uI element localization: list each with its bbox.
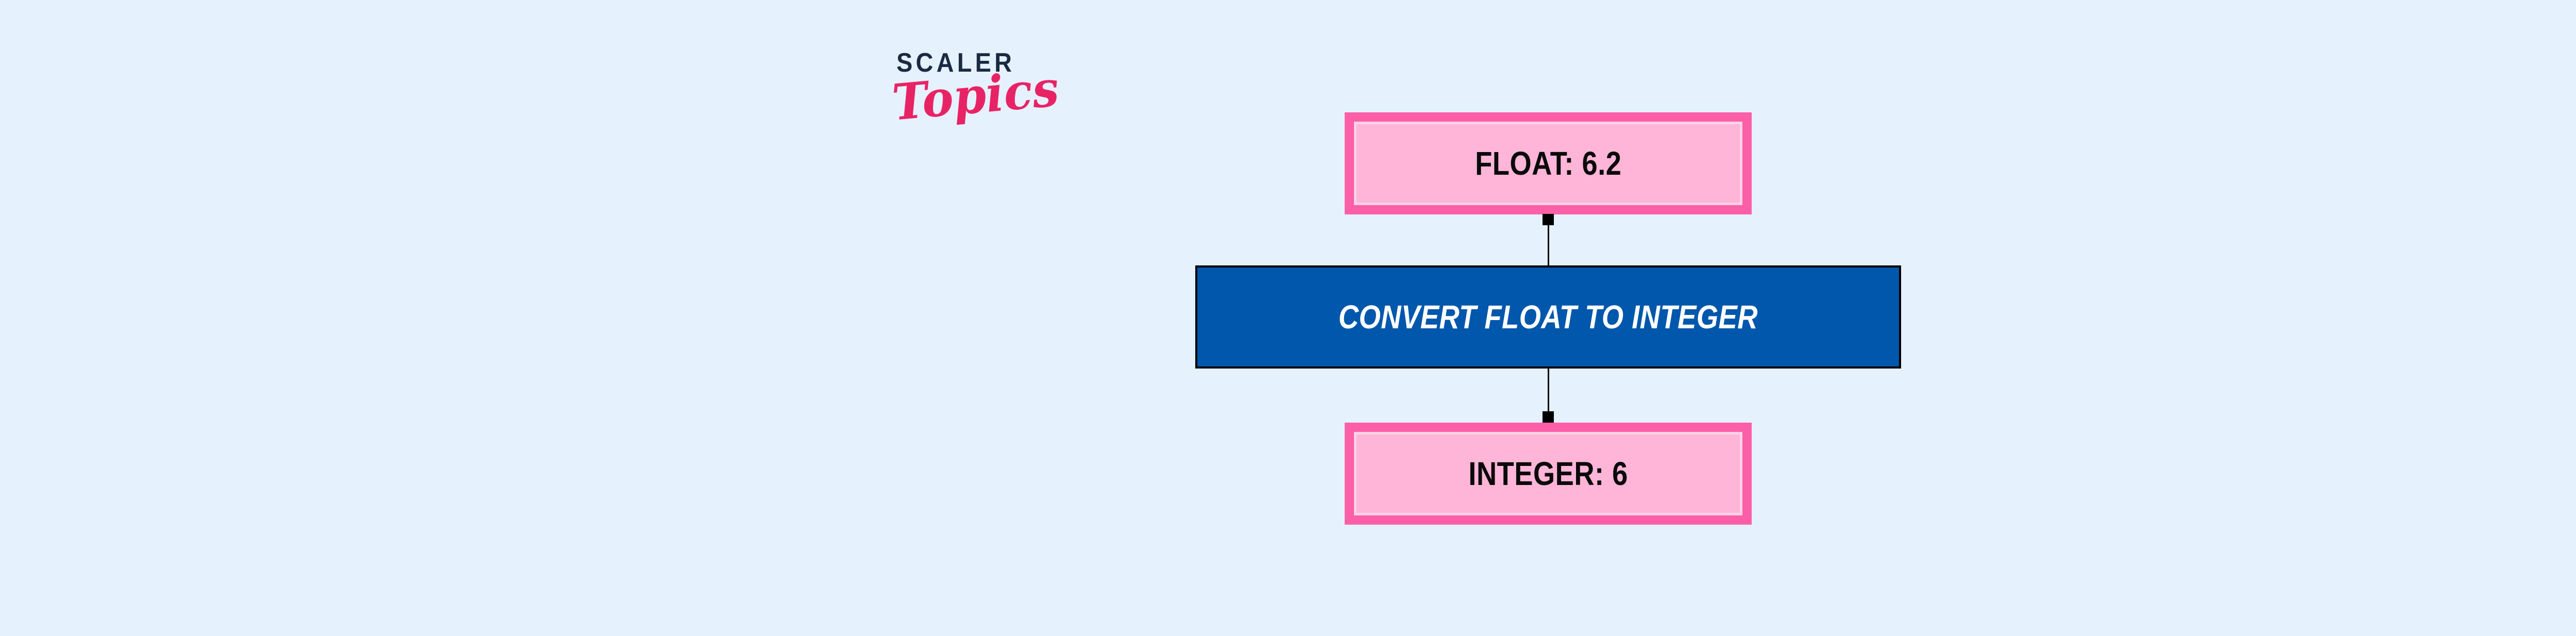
logo-wordmark-scaler: SCALER <box>896 48 1015 78</box>
logo-wordmark-topics: Topics <box>890 59 1061 132</box>
edge1-endpoint-square <box>1543 214 1554 225</box>
scaler-topics-logo: SCALER Topics <box>890 48 1061 132</box>
float-node-label: FLOAT: 6.2 <box>1475 145 1622 182</box>
flowchart-node-float: FLOAT: 6.2 <box>1345 112 1752 214</box>
flowchart-node-integer: INTEGER: 6 <box>1345 423 1752 525</box>
edge2-connector-line <box>1548 369 1549 412</box>
edge1-connector-line <box>1548 224 1549 267</box>
integer-node-label: INTEGER: 6 <box>1468 455 1628 492</box>
edge2-endpoint-square <box>1543 411 1554 423</box>
flowchart-node-convert: CONVERT FLOAT TO INTEGER <box>1195 265 1901 369</box>
convert-node-label: CONVERT FLOAT TO INTEGER <box>1338 298 1758 336</box>
